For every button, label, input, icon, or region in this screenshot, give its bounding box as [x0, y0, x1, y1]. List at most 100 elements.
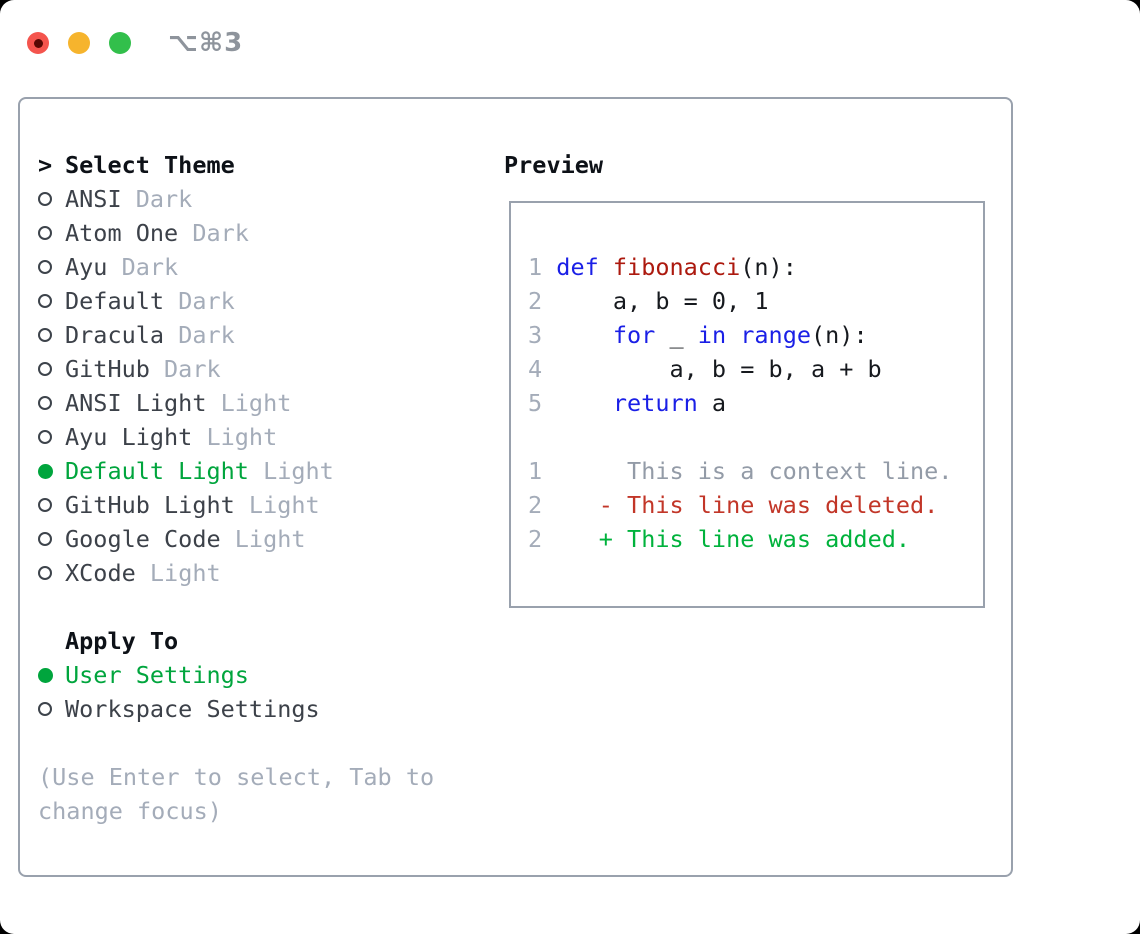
option-label: User Settings — [65, 661, 249, 689]
window-title: ⌥⌘3 — [168, 28, 244, 58]
option-label: Ayu — [65, 253, 108, 281]
option-label: Default — [65, 287, 165, 315]
code-segment: range — [740, 321, 811, 349]
apply-to-heading-row: Apply To — [38, 624, 490, 658]
theme-variant-tag: Dark — [121, 185, 193, 213]
apply-option-workspace-settings[interactable]: Workspace Settings — [38, 692, 490, 726]
radio-icon — [38, 192, 65, 206]
line-number: 2 — [528, 525, 543, 553]
theme-option-google-code-light[interactable]: Google Code Light — [38, 522, 490, 556]
code-segment: def — [556, 253, 599, 281]
option-label: ANSI Light — [65, 389, 207, 417]
radio-icon — [38, 566, 65, 580]
radio-circle — [38, 260, 52, 274]
option-label: Ayu Light — [65, 423, 193, 451]
radio-circle — [38, 294, 52, 308]
theme-variant-tag: Dark — [164, 321, 235, 349]
hint-text: (Use Enter to select, Tab to change focu… — [38, 763, 435, 825]
line-number: 3 — [528, 321, 557, 349]
radio-circle — [38, 667, 53, 683]
theme-variant-tag: Dark — [178, 219, 249, 247]
radio-icon — [38, 226, 65, 240]
preview-code: 1 def fibonacci(n): 2 a, b = 0, 1 3 for … — [511, 203, 983, 556]
radio-icon — [38, 532, 65, 546]
option-label: GitHub Light — [65, 491, 235, 519]
code-segment: _ — [655, 321, 698, 349]
line-number: 1 — [528, 457, 543, 485]
edited-indicator-dot — [33, 38, 43, 48]
theme-option-github-light-light[interactable]: GitHub Light Light — [38, 488, 490, 522]
theme-option-dracula-dark[interactable]: Dracula Dark — [38, 318, 490, 352]
theme-variant-tag: Light — [234, 491, 320, 519]
code-segment — [726, 321, 740, 349]
line-number: 5 — [528, 389, 557, 417]
option-label: Google Code — [65, 525, 221, 553]
option-label: ANSI — [65, 185, 122, 213]
radio-icon — [38, 396, 65, 410]
theme-option-github-dark[interactable]: GitHub Dark — [38, 352, 490, 386]
theme-variant-tag: Dark — [164, 287, 235, 315]
radio-icon — [38, 362, 65, 376]
theme-option-ansi-light-light[interactable]: ANSI Light Light — [38, 386, 490, 420]
option-label: Dracula — [65, 321, 165, 349]
code-segment: + This line was added. — [542, 525, 911, 553]
radio-circle — [38, 702, 52, 716]
option-label: XCode — [65, 559, 136, 587]
line-number: 4 — [528, 355, 557, 383]
theme-option-ayu-dark[interactable]: Ayu Dark — [38, 250, 490, 284]
theme-variant-tag: Dark — [107, 253, 179, 281]
code-segment: (n): — [740, 253, 797, 281]
code-segment — [556, 389, 613, 417]
radio-circle — [38, 396, 52, 410]
radio-icon — [38, 498, 65, 512]
theme-variant-tag: Light — [248, 457, 334, 485]
apply-option-user-settings[interactable]: User Settings — [38, 658, 490, 692]
theme-option-default-dark[interactable]: Default Dark — [38, 284, 490, 318]
code-segment — [599, 253, 613, 281]
code-segment: (n): — [811, 321, 868, 349]
radio-selected-icon — [38, 463, 65, 479]
code-segment: a — [697, 389, 727, 417]
line-number: 2 — [528, 287, 557, 315]
radio-circle — [38, 498, 52, 512]
theme-option-ayu-light-light[interactable]: Ayu Light Light — [38, 420, 490, 454]
close-button[interactable] — [27, 32, 49, 54]
radio-circle — [38, 532, 52, 546]
option-label: Atom One — [65, 219, 179, 247]
code-segment: - This line was deleted. — [542, 491, 939, 519]
option-label: Workspace Settings — [65, 695, 320, 723]
theme-variant-tag: Light — [220, 525, 306, 553]
line-number: 1 — [528, 253, 557, 281]
code-segment — [556, 321, 613, 349]
zoom-button[interactable] — [109, 32, 131, 54]
theme-option-atom-one-dark[interactable]: Atom One Dark — [38, 216, 490, 250]
theme-option-xcode-light[interactable]: XCode Light — [38, 556, 490, 590]
theme-variant-tag: Light — [192, 423, 278, 451]
minimize-button[interactable] — [68, 32, 90, 54]
theme-variant-tag: Light — [135, 559, 221, 587]
radio-circle — [38, 430, 52, 444]
code-segment: fibonacci — [612, 253, 741, 281]
theme-option-ansi-dark[interactable]: ANSI Dark — [38, 182, 490, 216]
radio-icon — [38, 328, 65, 342]
theme-variant-tag: Light — [206, 389, 292, 417]
radio-circle — [38, 463, 53, 479]
radio-circle — [38, 362, 52, 376]
code-segment: This is a context line. — [542, 457, 953, 485]
focus-caret-icon: > — [38, 151, 53, 179]
option-label: Default Light — [65, 457, 249, 485]
theme-variant-tag: Dark — [149, 355, 221, 383]
radio-circle — [38, 328, 52, 342]
code-segment: a, b = b, a + b — [556, 355, 882, 383]
radio-icon — [38, 430, 65, 444]
titlebar: ⌥⌘3 — [27, 28, 243, 58]
line-number: 2 — [528, 491, 543, 519]
theme-option-default-light-light[interactable]: Default Light Light — [38, 454, 490, 488]
code-segment: for — [612, 321, 656, 349]
radio-circle — [38, 566, 52, 580]
select-theme-heading: Select Theme — [65, 151, 235, 179]
apply-to-heading: Apply To — [65, 627, 179, 655]
